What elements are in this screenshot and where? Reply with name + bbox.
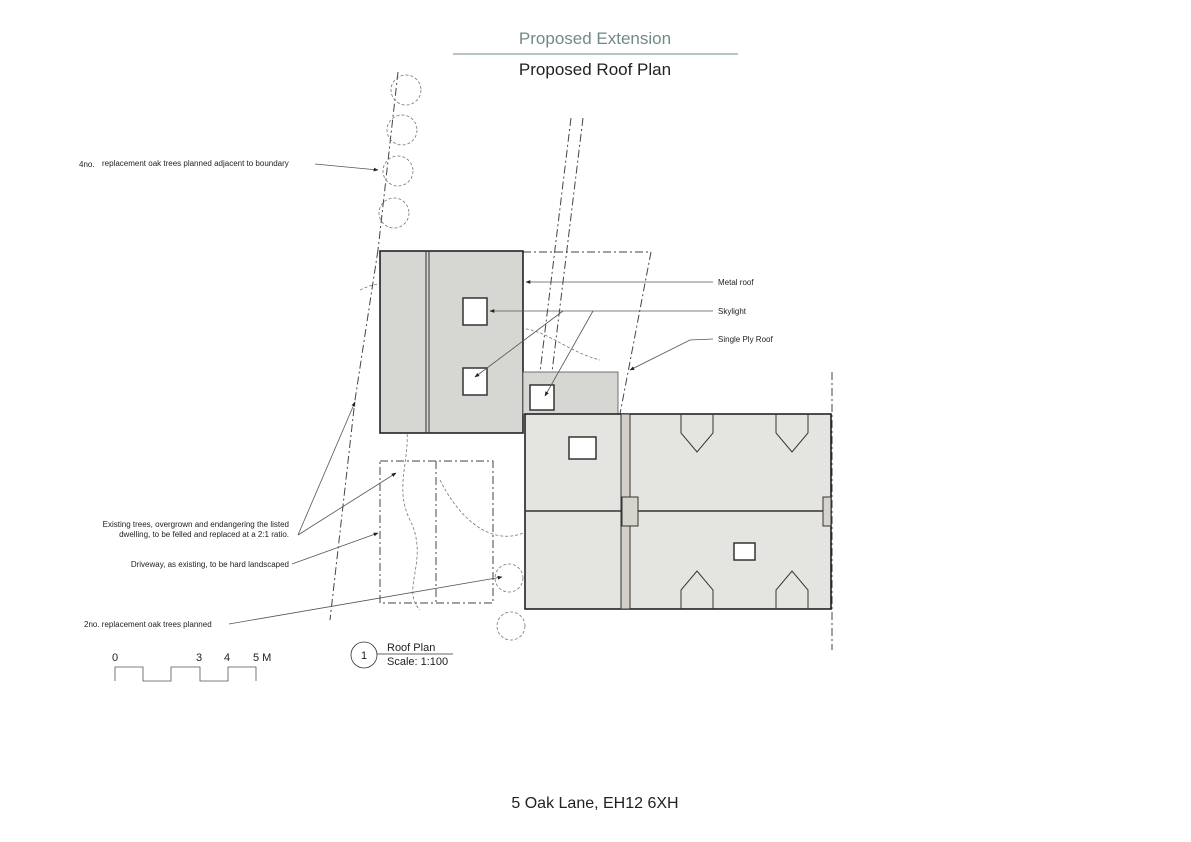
metal-roof-building [379,250,524,434]
scale-bar: 0 3 4 5 M [112,652,271,682]
scale-label-5m: 5 M [253,652,271,664]
skylight [733,542,756,561]
scale-label-0: 0 [112,652,118,664]
skylight [529,384,555,411]
drawing-label-title: Roof Plan [387,642,435,654]
skylight [462,367,488,396]
annotation-driveway: Driveway, as existing, to be hard landsc… [131,560,289,569]
annotation-skylight: Skylight [718,307,747,316]
skylight [568,436,597,460]
annotation-oak-trees-2: 2no. replacement oak trees planned [84,620,212,629]
scale-label-4: 4 [224,652,230,664]
annotation-existing-trees-1: Existing trees, overgrown and endangerin… [103,520,289,529]
drawing-subtitle: Proposed Extension [519,29,671,48]
leader-lines [228,163,714,625]
drawing-label: 1 Roof Plan Scale: 1:100 [350,641,453,669]
scale-label-3: 3 [196,652,202,664]
drawing-title: Proposed Roof Plan [519,60,671,79]
annotation-oak-trees-qty: 4no. [79,160,95,169]
skylight [462,297,488,326]
site-boundary [329,71,833,650]
annotation-single-ply-roof: Single Ply Roof [718,335,773,344]
site-address: 5 Oak Lane, EH12 6XH [511,795,678,812]
existing-house-roof [524,413,832,610]
annotation-oak-trees-boundary: replacement oak trees planned adjacent t… [102,159,289,168]
annotation-metal-roof: Metal roof [718,278,754,287]
drawing-label-scale: Scale: 1:100 [387,656,448,668]
driveway [379,460,494,604]
drawing-number: 1 [361,650,367,662]
annotation-existing-trees-2: dwelling, to be felled and replaced at a… [119,530,289,539]
